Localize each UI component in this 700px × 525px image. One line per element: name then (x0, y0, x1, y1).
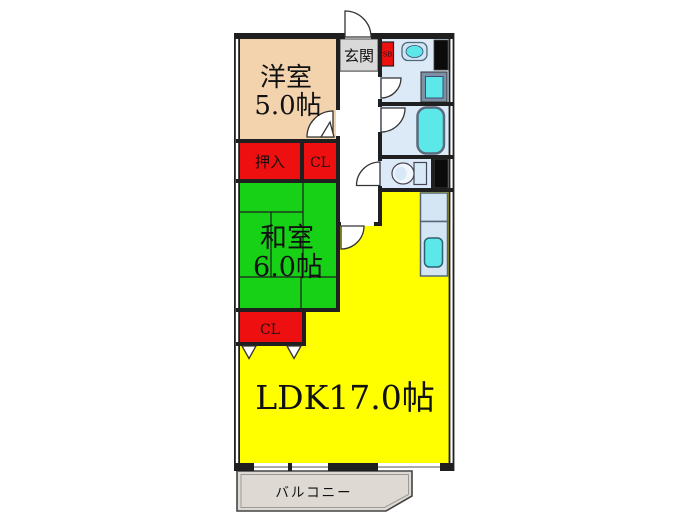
balcony-floor (236, 470, 413, 512)
wall (236, 139, 340, 143)
walls (234, 33, 455, 471)
wall (336, 37, 340, 110)
corridor (340, 72, 378, 226)
balcony-inner-line (240, 474, 409, 508)
wall (238, 33, 240, 471)
closet-lower (240, 312, 302, 342)
labels: 洋室 5.0帖 押入 CL 和室 6.0帖 CL LDK17.0帖 玄関 (253, 47, 435, 417)
wall (300, 141, 304, 182)
wall (302, 310, 306, 344)
wall (371, 33, 454, 39)
toilet-tank (413, 161, 428, 186)
service-panel-bottom (433, 158, 449, 189)
ldk-label: LDK17.0帖 (255, 378, 435, 417)
western-room-name: 洋室 (260, 63, 312, 93)
washbasin-bowl (405, 45, 424, 58)
windows (254, 464, 440, 470)
wall (431, 159, 434, 188)
bathroom-door-swing (380, 107, 406, 133)
ldk-door-swing (340, 225, 365, 250)
wall (378, 102, 454, 106)
closet-upper-label: CL (310, 155, 330, 171)
closet-lower-label: CL (260, 322, 280, 338)
entrance-door-swing (344, 10, 372, 38)
western-room-area: 5.0帖 (254, 91, 321, 121)
wall (236, 342, 306, 346)
toilet-door-swing (355, 161, 381, 187)
ldk-room (240, 192, 450, 463)
japanese-room (240, 183, 336, 308)
wall (288, 463, 292, 471)
kitchen-sink (423, 237, 444, 268)
entrance-label: 玄関 (344, 47, 374, 65)
toilet-bowl-inner (394, 166, 407, 181)
wall (378, 188, 454, 192)
japanese-room-area: 6.0帖 (253, 252, 323, 283)
wall (378, 37, 382, 77)
wall (378, 132, 382, 161)
japanese-room-name: 和室 (260, 223, 314, 254)
closet-door-marker (285, 345, 303, 360)
oshiire-label: 押入 (255, 153, 285, 171)
wall (234, 33, 236, 471)
tatami-lines (240, 183, 336, 308)
wall (378, 155, 454, 159)
oshiire-closet (240, 143, 300, 179)
shoe-box: SB (380, 41, 395, 67)
washbasin (401, 41, 428, 62)
western-room-door-hinge-marker (319, 120, 335, 138)
kitchen-counter-upper (419, 192, 449, 223)
washing-machine-tub (425, 76, 444, 99)
wall (236, 308, 340, 312)
closet-door-marker (240, 345, 258, 360)
wall (328, 463, 378, 471)
wall (440, 463, 454, 471)
balcony: バルコニー (236, 470, 413, 512)
wall (374, 222, 382, 226)
shoe-box-label: SB (383, 51, 392, 59)
washroom-door-swing (380, 77, 402, 99)
wall (378, 186, 382, 226)
kitchen-counter (419, 192, 449, 277)
wall (236, 179, 340, 183)
service-panel-top (433, 39, 449, 71)
wall (452, 33, 455, 471)
wall (448, 33, 451, 471)
wall (234, 33, 345, 39)
doors (240, 10, 406, 360)
toilet (391, 161, 428, 186)
balcony-label: バルコニー (275, 485, 352, 501)
bathtub (416, 106, 446, 155)
wall (234, 463, 254, 471)
closet-upper (304, 143, 336, 179)
wall (336, 222, 341, 226)
washing-machine (420, 71, 448, 103)
